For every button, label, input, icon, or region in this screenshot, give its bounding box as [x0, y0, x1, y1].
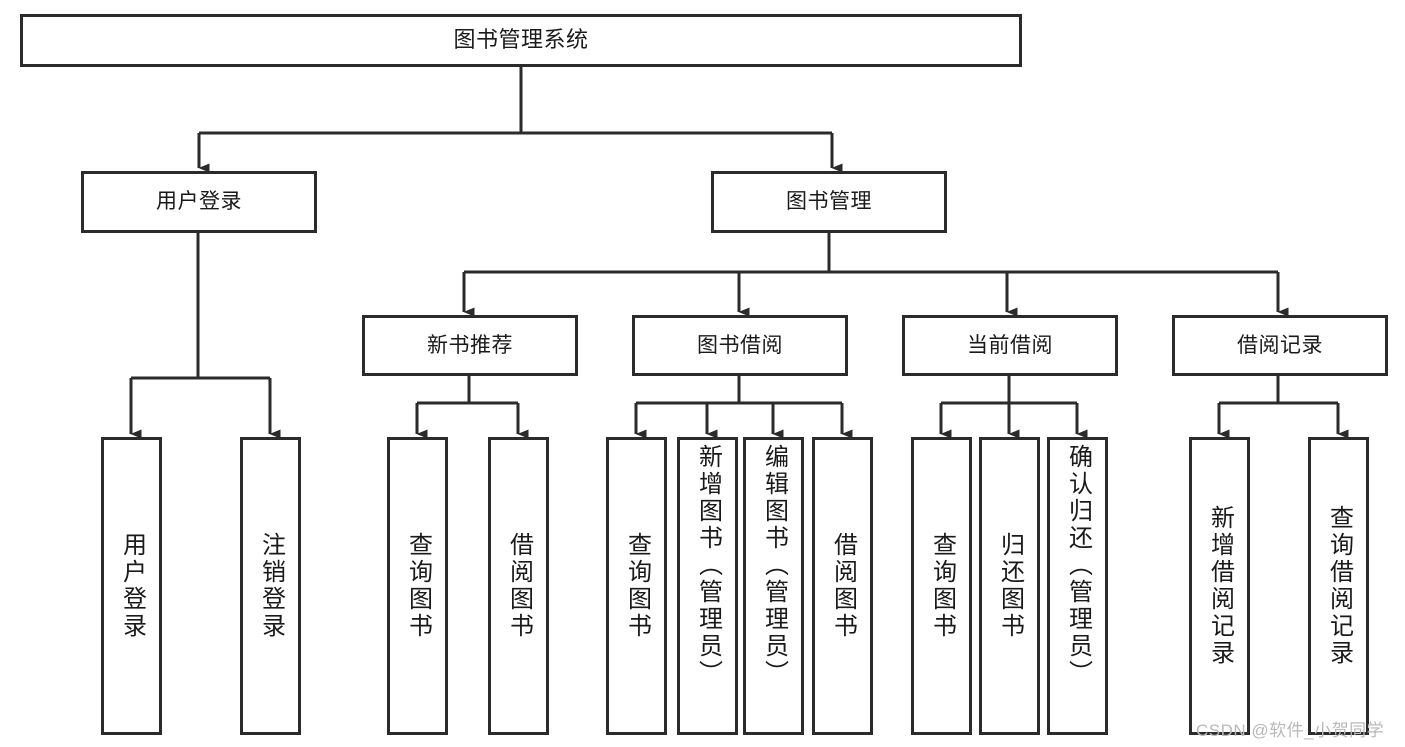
leaf-add-borrow-record[interactable]: 新增借阅记录	[1189, 437, 1250, 735]
node-label: 新书推荐	[427, 333, 513, 357]
node-label: 借阅记录	[1237, 333, 1323, 357]
node-label: 编辑图书（管理员）	[760, 444, 788, 687]
node-label: 查询借阅记录	[1325, 505, 1353, 667]
leaf-add-book-admin[interactable]: 新增图书（管理员）	[677, 437, 738, 735]
node-label: 归还图书	[996, 532, 1024, 640]
leaf-query-borrow-record[interactable]: 查询借阅记录	[1308, 437, 1369, 735]
node-label: 借阅图书	[829, 532, 857, 640]
node-label: 用户登录	[118, 532, 146, 640]
node-label: 新增借阅记录	[1206, 505, 1234, 667]
node-label: 查询图书	[404, 532, 432, 640]
node-label: 借阅图书	[505, 532, 533, 640]
node-label: 确认归还（管理员）	[1064, 444, 1092, 687]
node-label: 查询图书	[928, 532, 956, 640]
leaf-borrow-book[interactable]: 借阅图书	[812, 437, 873, 735]
node-label: 当前借阅	[967, 333, 1053, 357]
leaf-user-login[interactable]: 用户登录	[101, 437, 162, 735]
leaf-confirm-return-admin[interactable]: 确认归还（管理员）	[1047, 437, 1108, 735]
node-label: 查询图书	[623, 532, 651, 640]
leaf-edit-book-admin[interactable]: 编辑图书（管理员）	[743, 437, 804, 735]
node-label: 注销登录	[257, 532, 285, 640]
node-current-borrow[interactable]: 当前借阅	[902, 315, 1118, 376]
node-book-management[interactable]: 图书管理	[711, 171, 947, 233]
leaf-borrow-book-new[interactable]: 借阅图书	[488, 437, 549, 735]
node-user-login[interactable]: 用户登录	[81, 171, 317, 233]
leaf-logout[interactable]: 注销登录	[240, 437, 301, 735]
leaf-query-book-current[interactable]: 查询图书	[911, 437, 972, 735]
node-label: 图书管理系统	[453, 27, 589, 53]
node-label: 图书借阅	[697, 333, 783, 357]
node-new-book-recommend[interactable]: 新书推荐	[362, 315, 578, 376]
node-label: 图书管理	[786, 190, 872, 214]
node-label: 新增图书（管理员）	[694, 444, 722, 687]
node-borrow-record[interactable]: 借阅记录	[1172, 315, 1388, 376]
node-book-borrow[interactable]: 图书借阅	[632, 315, 848, 376]
leaf-query-book-borrow[interactable]: 查询图书	[606, 437, 667, 735]
node-label: 用户登录	[156, 190, 242, 214]
leaf-query-book-new[interactable]: 查询图书	[387, 437, 448, 735]
leaf-return-book[interactable]: 归还图书	[979, 437, 1040, 735]
watermark-text: CSDN @软件_小贺同学	[1196, 721, 1385, 740]
node-root-system[interactable]: 图书管理系统	[20, 14, 1022, 67]
